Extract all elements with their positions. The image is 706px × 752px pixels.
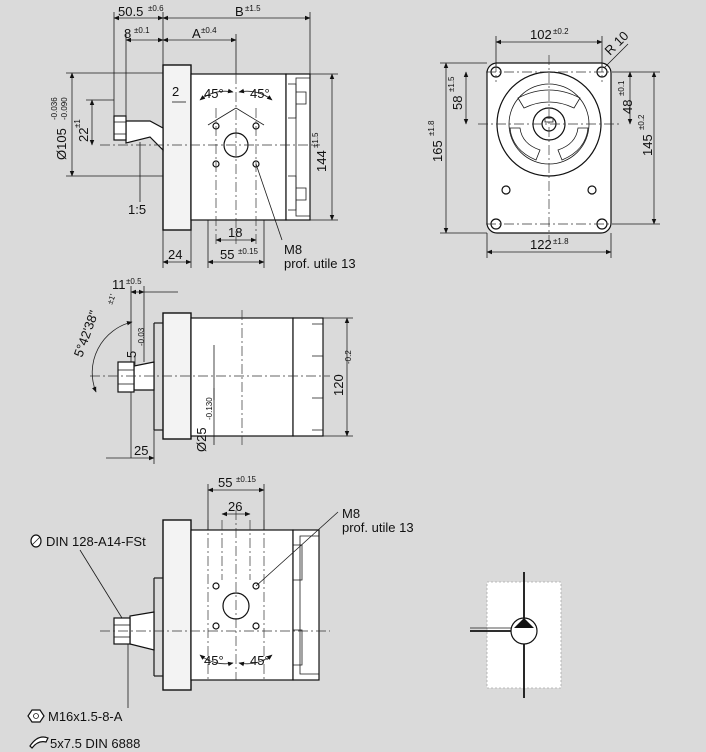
dim-144: 144 <box>314 150 329 172</box>
dim-18: 18 <box>228 225 242 240</box>
taper-ratio: 1:5 <box>128 202 146 217</box>
dim-120: 120 <box>331 374 346 396</box>
dim-145: 145 <box>640 134 655 156</box>
dim-d105: Ø105 <box>54 128 69 160</box>
dim-48: 48 <box>620 100 635 114</box>
svg-text:±1.8: ±1.8 <box>427 120 436 136</box>
svg-text:-0.2: -0.2 <box>344 350 353 364</box>
dim-50-5: 50.5 <box>118 4 143 19</box>
svg-text:±1.8: ±1.8 <box>553 237 569 246</box>
dim-102: 102 <box>530 27 552 42</box>
angle-45-bottom-left: 45° <box>204 653 224 668</box>
radius-r10: R 10 <box>602 28 632 58</box>
svg-text:±0.1: ±0.1 <box>134 26 150 35</box>
dim-8: 8 <box>124 26 131 41</box>
svg-text:±1.5: ±1.5 <box>245 4 261 13</box>
flange-view: 102 ±0.2 R 10 58 ±1.5 165 ±1.8 48 ±0.1 1… <box>427 27 660 258</box>
svg-text:±0.1: ±0.1 <box>617 80 626 96</box>
svg-text:±1.5: ±1.5 <box>311 132 320 148</box>
svg-text:-0.03: -0.03 <box>137 327 146 346</box>
svg-text:±1': ±1' <box>105 292 117 305</box>
svg-text:±0.2: ±0.2 <box>553 27 569 36</box>
dim-24: 24 <box>168 247 182 262</box>
thread-depth-top: prof. utile 13 <box>284 256 356 271</box>
dim-25: 25 <box>134 443 148 458</box>
bottom-view: 55 ±0.15 26 M8 prof. utile 13 45° 45° DI… <box>27 475 414 751</box>
dim-58: 58 <box>450 96 465 110</box>
svg-text:±0.2: ±0.2 <box>637 114 646 130</box>
svg-text:±1: ±1 <box>73 119 82 128</box>
dim-2: 2 <box>172 84 179 99</box>
svg-text:-0.130: -0.130 <box>205 397 214 420</box>
svg-text:±0.6: ±0.6 <box>148 4 164 13</box>
svg-text:-0.036: -0.036 <box>50 97 59 120</box>
dim-5: 5 <box>124 351 139 358</box>
thread-depth-bottom: prof. utile 13 <box>342 520 414 535</box>
svg-text:±0.4: ±0.4 <box>201 26 217 35</box>
dim-B: B <box>235 4 244 19</box>
dim-55-top: 55 <box>220 247 234 262</box>
shaft-taper <box>125 120 164 152</box>
side-cover <box>292 317 324 437</box>
nut-icon <box>27 709 45 723</box>
bottom-cover <box>292 529 320 681</box>
angle-45-right: 45° <box>250 86 270 101</box>
svg-text:-0.090: -0.090 <box>60 97 69 120</box>
svg-text:±0.15: ±0.15 <box>236 475 257 484</box>
dim-55-bottom: 55 <box>218 475 232 490</box>
nut-label: M16x1.5-8-A <box>48 709 123 724</box>
shaft-nut <box>113 115 127 141</box>
dim-22: 22 <box>76 128 91 142</box>
dim-26: 26 <box>228 499 242 514</box>
side-nut <box>117 361 135 393</box>
thread-label-bottom: M8 <box>342 506 360 521</box>
dim-A: A <box>192 26 201 41</box>
dim-122: 122 <box>530 237 552 252</box>
dim-165: 165 <box>430 140 445 162</box>
svg-text:±0.5: ±0.5 <box>126 277 142 286</box>
dim-d25: Ø25 <box>194 427 209 452</box>
angle-45-left: 45° <box>204 86 224 101</box>
angle-45-bottom-right: 45° <box>250 653 270 668</box>
hydraulic-pump-symbol <box>470 572 562 698</box>
key-label: 5x7.5 DIN 6888 <box>50 736 140 751</box>
top-view: 50.5 ±0.6 B ±1.5 8 ±0.1 A ±0.4 2 45° 45°… <box>50 4 356 271</box>
key-icon <box>29 736 49 749</box>
din-label: DIN 128-A14-FSt <box>46 534 146 549</box>
side-view: 11 ±0.5 5°42'38" ±1' 5 -0.03 120 -0.2 Ø2… <box>71 277 353 464</box>
dim-11: 11 <box>112 277 126 292</box>
bottom-flange <box>162 519 192 691</box>
thread-label-top: M8 <box>284 242 302 257</box>
svg-text:±1.5: ±1.5 <box>447 76 456 92</box>
svg-text:±0.15: ±0.15 <box>238 247 259 256</box>
din-marker-icon <box>30 534 42 548</box>
